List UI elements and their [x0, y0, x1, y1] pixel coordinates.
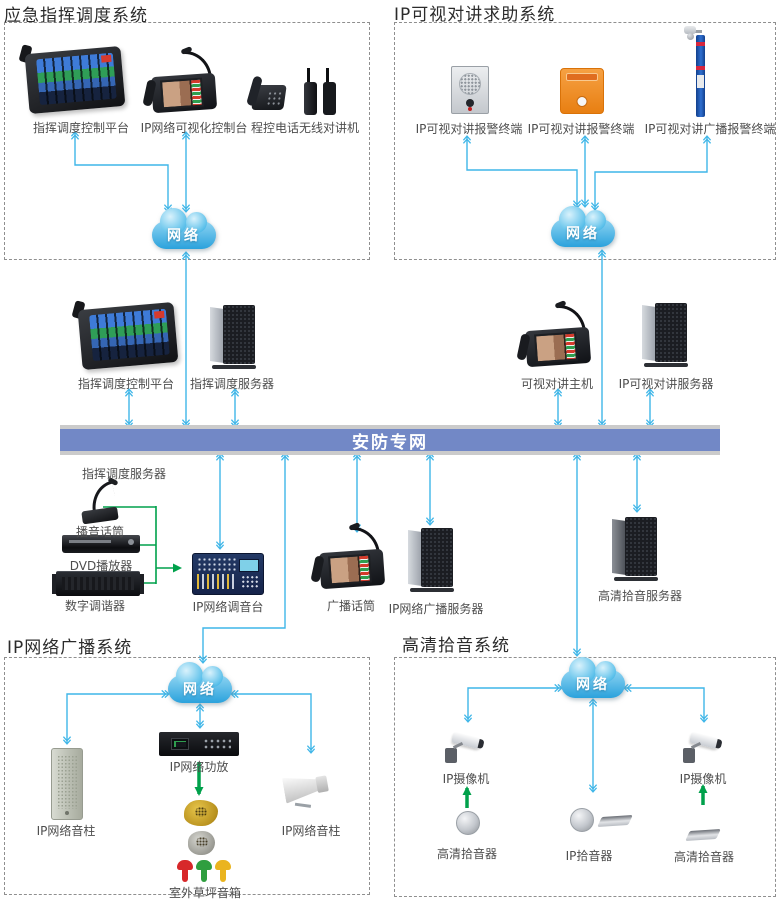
network-mixer-icon	[192, 553, 264, 595]
hd-pickup-server-icon	[612, 517, 658, 581]
hd-pickup-wedge-label: 高清拾音器	[673, 850, 735, 864]
hd-pickup-mic-icon	[456, 811, 480, 835]
ip-visual-console-label: IP网络可视化控制台	[140, 121, 248, 135]
pickup-disc-icon	[570, 808, 594, 832]
intercom-host-label: 可视对讲主机	[520, 377, 594, 391]
ip-pickup-label: IP拾音器	[565, 849, 613, 863]
desk-phone-icon	[246, 74, 288, 114]
broadcast-alarm-pole-icon	[684, 26, 714, 118]
network-cloud-icon: 网络	[168, 662, 232, 703]
announce-mic-label: 播音话筒	[75, 525, 125, 539]
broadcast-server-icon	[408, 528, 454, 592]
intercom-section-title: IP可视对讲求助系统	[394, 5, 556, 25]
dvd-player-icon	[62, 535, 140, 553]
lawn-speakers-label: 室外草坪音箱	[168, 886, 242, 900]
lawn-speakers-group	[176, 800, 232, 884]
ip-camera-label: IP摄像机	[679, 772, 727, 786]
pickup-wedge-icon	[597, 814, 633, 828]
alarm-terminal-label: IP可视对讲报警终端	[527, 122, 635, 136]
dvd-player-label: DVD播放器	[69, 559, 133, 573]
rock-speaker-icon	[188, 831, 215, 855]
pickup-section-title: 高清拾音系统	[402, 636, 510, 656]
dispatch-console-label: 指挥调度控制平台	[77, 377, 175, 391]
silver-intercom-terminal-icon	[451, 66, 489, 114]
column-speaker-icon	[51, 748, 83, 820]
dispatch-server-tag-label: 指挥调度服务器	[81, 467, 167, 481]
dispatch-server-icon	[210, 305, 256, 369]
cloud-label: 网络	[566, 226, 600, 242]
hd-pickup-server-label: 高清拾音服务器	[597, 589, 683, 603]
cloud-label: 网络	[167, 228, 201, 244]
ip-visual-console-icon	[142, 51, 220, 114]
broadcast-server-label: IP网络广播服务器	[388, 602, 484, 616]
alarm-terminal-label: IP可视对讲报警终端	[415, 122, 523, 136]
ip-pickup-group	[566, 806, 633, 836]
intercom-host-icon	[516, 305, 594, 368]
intercom-server-icon	[642, 303, 688, 367]
ip-camera-icon	[443, 731, 489, 769]
network-amplifier-label: IP网络功放	[169, 760, 229, 774]
walkie-talkie-label: 无线对讲机	[298, 121, 360, 135]
backbone-label: 安防专网	[352, 432, 428, 453]
hd-pickup-mic-label: 高清拾音器	[436, 847, 498, 861]
cloud-label: 网络	[183, 682, 217, 698]
network-cloud-icon: 网络	[561, 657, 625, 698]
broadcast-mic-label: 广播话筒	[326, 599, 376, 613]
intercom-server-label: IP可视对讲服务器	[618, 377, 714, 391]
broadcast-mic-icon	[310, 527, 388, 590]
broadcast-section-box	[4, 657, 370, 895]
column-speaker-label: IP网络音柱	[281, 824, 341, 838]
cloud-label: 网络	[576, 677, 610, 693]
network-mixer-label: IP网络调音台	[192, 600, 264, 614]
dispatch-console-label: 指挥调度控制平台	[32, 121, 130, 135]
pbx-phone-label: 程控电话	[250, 121, 300, 135]
column-speaker-label: IP网络音柱	[36, 824, 96, 838]
walkie-talkie-icon	[304, 68, 340, 116]
emergency-section-title: 应急指挥调度系统	[4, 6, 148, 26]
mushroom-speakers-icon	[177, 860, 231, 883]
network-cloud-icon: 网络	[551, 206, 615, 247]
announce-mic-icon	[74, 480, 130, 525]
ip-camera-icon	[681, 731, 727, 769]
intercom-section-box	[394, 22, 776, 260]
broadcast-section-title: IP网络广播系统	[7, 638, 133, 658]
security-backbone-bus: 安防专网	[60, 425, 720, 455]
dispatch-server-label: 指挥调度服务器	[189, 377, 275, 391]
orange-intercom-terminal-icon	[560, 68, 604, 114]
network-cloud-icon: 网络	[152, 208, 216, 249]
digital-tuner-icon	[52, 571, 140, 596]
horn-speaker-icon	[281, 766, 331, 809]
ip-camera-label: IP摄像机	[442, 772, 490, 786]
rock-speaker-icon	[184, 800, 218, 826]
dispatch-console-icon	[24, 45, 126, 115]
network-amplifier-icon	[159, 732, 239, 756]
dispatch-console-icon	[77, 301, 179, 371]
digital-tuner-label: 数字调谐器	[64, 599, 126, 613]
broadcast-alarm-pole-label: IP可视对讲广播报警终端	[644, 122, 776, 136]
